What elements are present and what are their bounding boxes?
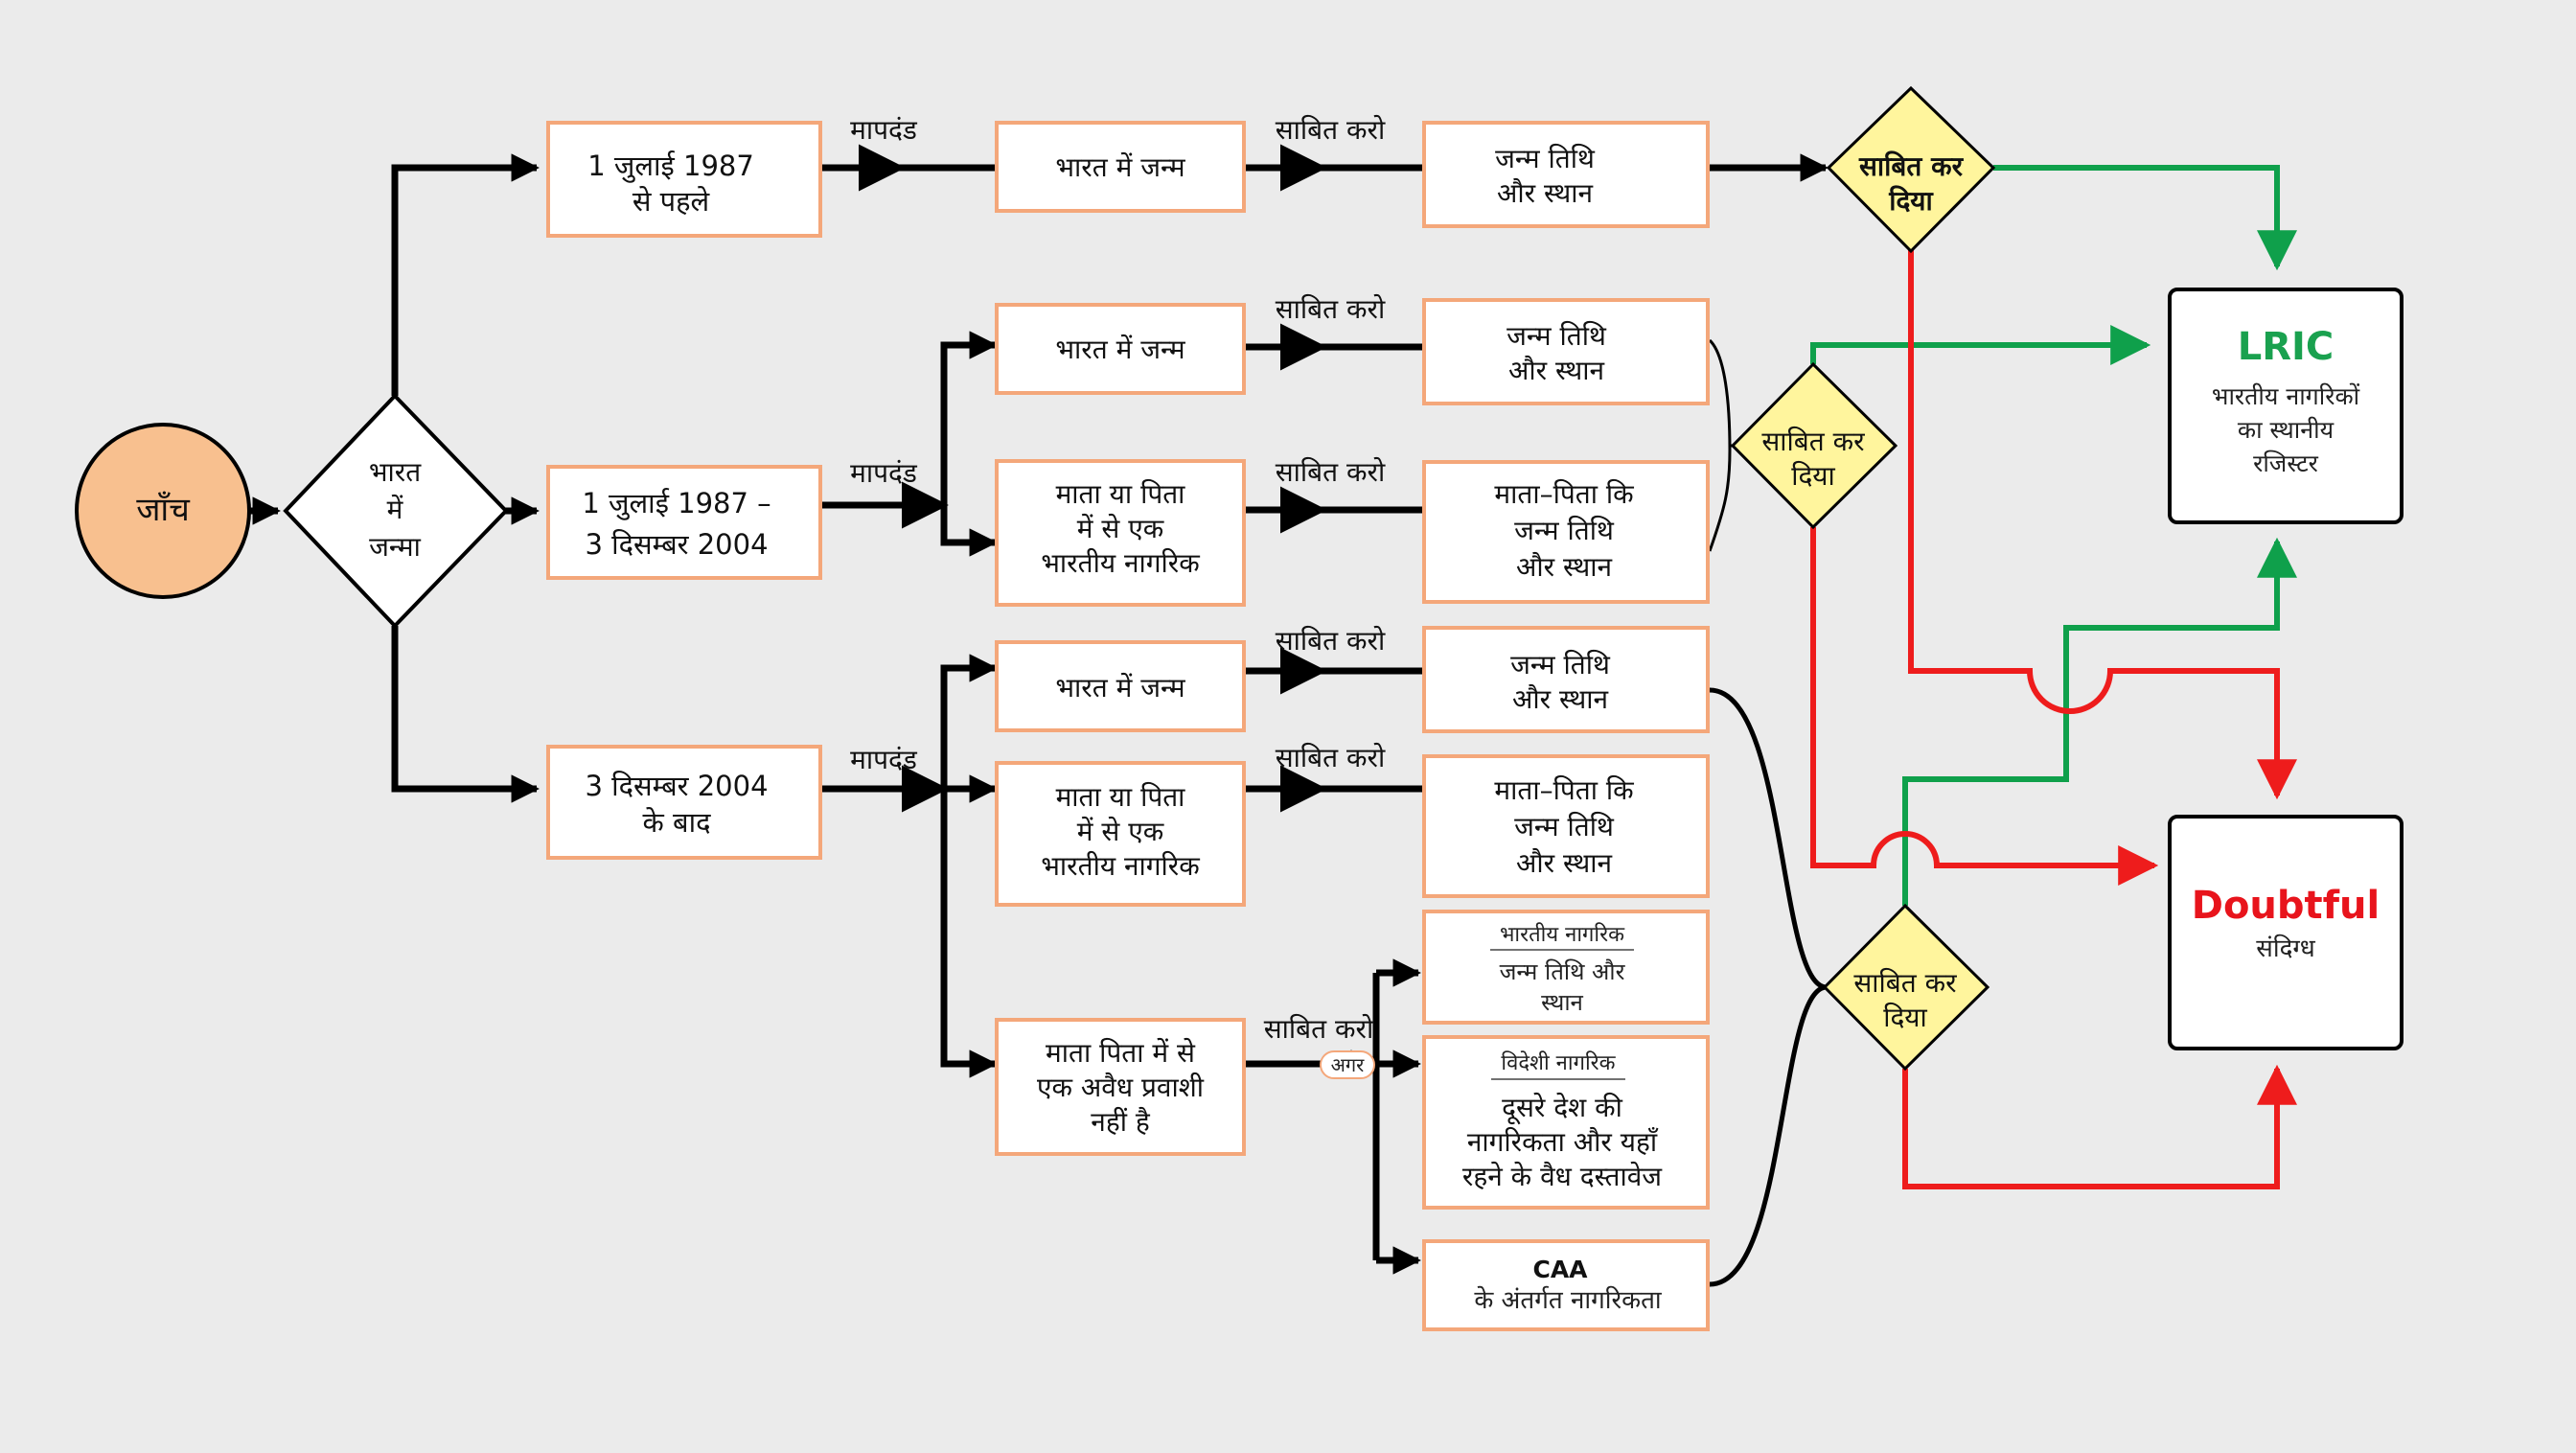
- criteria-box-parent-citizen-2: माता या पिता में से एक भारतीय नागरिक: [995, 761, 1246, 907]
- prove-label-5: साबित करो: [1276, 742, 1386, 773]
- proved-3-line-2: दिया: [1883, 1002, 1927, 1033]
- indian-citizen-heading: भारतीय नागरिक: [1500, 922, 1625, 947]
- parent-citizen-1-line-2: में से एक: [1077, 513, 1164, 544]
- connectors: [246, 144, 1828, 1287]
- proof-birth-1-line-1: जन्म तिथि: [1495, 143, 1596, 174]
- period-2-line-2: 3 दिसम्बर 2004: [585, 528, 768, 561]
- prove-label-3: साबित करो: [1276, 456, 1386, 488]
- outcome-connectors: [1810, 165, 2297, 1189]
- parent-citizen-1-line-3: भारतीय नागरिक: [1041, 547, 1200, 579]
- prove-label-4: साबित करो: [1276, 625, 1386, 657]
- proved-1-line-1: साबित कर: [1858, 150, 1965, 182]
- prove-label-2: साबित करो: [1276, 293, 1386, 325]
- proof-box-parent-birth-2: माता–पिता कि जन्म तिथि और स्थान: [1422, 754, 1710, 898]
- proof-parent-2-line-3: और स्थान: [1516, 847, 1612, 879]
- caa-title: CAA: [1532, 1256, 1588, 1283]
- proved-diamond-3: साबित कर दिया: [1822, 903, 1990, 1072]
- decision-line-3: जन्मा: [369, 531, 421, 563]
- criteria-box-parent-citizen-1: माता या पिता में से एक भारतीय नागरिक: [995, 459, 1246, 607]
- indian-citizen-line-1: जन्म तिथि और: [1500, 958, 1626, 985]
- start-circle: [75, 423, 251, 599]
- proved-2-line-2: दिया: [1791, 460, 1835, 492]
- proof-birth-3-line-1: जन्म तिथि: [1510, 649, 1611, 680]
- lric-line-2: का स्थानीय: [2238, 416, 2334, 444]
- proof-box-indian-citizen: भारतीय नागरिक जन्म तिथि और स्थान: [1422, 910, 1710, 1025]
- period-box-before-1987: 1 जुलाई 1987 से पहले: [546, 121, 822, 238]
- criteria-box-born-india-1: भारत में जन्म: [995, 121, 1246, 213]
- prove-label-6: साबित करो: [1264, 1013, 1374, 1045]
- proof-box-birth-3: जन्म तिथि और स्थान: [1422, 626, 1710, 733]
- proof-birth-2-line-1: जन्म तिथि: [1506, 320, 1607, 352]
- caa-line: के अंतर्गत नागरिकता: [1474, 1285, 1663, 1315]
- period-3-line-2: के बाद: [643, 806, 712, 839]
- proof-parent-1-line-1: माता–पिता कि: [1494, 478, 1634, 510]
- proved-3-line-1: साबित कर: [1853, 967, 1957, 999]
- born-in-india-decision: भारत में जन्मा: [283, 393, 509, 629]
- criteria-box-born-india-3: भारत में जन्म: [995, 640, 1246, 732]
- period-3-line-1: 3 दिसम्बर 2004: [585, 770, 768, 802]
- criteria-label-3: मापदंड: [850, 744, 918, 775]
- outcome-lric: LRIC भारतीय नागरिकों का स्थानीय रजिस्टर: [2168, 288, 2404, 524]
- parent-citizen-2-line-2: में से एक: [1077, 816, 1164, 847]
- proof-parent-1-line-2: जन्म तिथि: [1514, 515, 1615, 546]
- not-illegal-line-3: नहीं है: [1091, 1106, 1151, 1138]
- start-node: जाँच: [75, 423, 251, 599]
- born-india-text-2: भारत में जन्म: [1055, 334, 1186, 365]
- proved-diamond-1: साबित कर दिया: [1826, 85, 1996, 254]
- not-illegal-line-2: एक अवैध प्रवाशी: [1037, 1072, 1205, 1103]
- lric-title: LRIC: [2238, 325, 2334, 369]
- period-box-1987-2004: 1 जुलाई 1987 – 3 दिसम्बर 2004: [546, 465, 822, 580]
- proof-box-foreign-citizen: विदेशी नागरिक दूसरे देश की नागरिकता और य…: [1422, 1035, 1710, 1210]
- criteria-box-born-india-2: भारत में जन्म: [995, 303, 1246, 395]
- proof-box-caa: CAA के अंतर्गत नागरिकता: [1422, 1239, 1710, 1331]
- indian-citizen-line-2: स्थान: [1541, 989, 1583, 1016]
- lric-line-1: भारतीय नागरिकों: [2212, 382, 2360, 410]
- parent-citizen-2-line-1: माता या पिता: [1056, 781, 1186, 813]
- foreign-citizen-line-2: नागरिकता और यहाँ: [1467, 1126, 1659, 1158]
- proof-parent-2-line-2: जन्म तिथि: [1514, 811, 1615, 842]
- foreign-citizen-heading: विदेशी नागरिक: [1501, 1050, 1616, 1075]
- if-label: अगर: [1331, 1053, 1366, 1076]
- doubtful-line-1: संदिग्ध: [2256, 934, 2315, 963]
- proved-diamond-2: साबित कर दिया: [1730, 361, 1898, 530]
- born-india-text-1: भारत में जन्म: [1055, 151, 1186, 183]
- foreign-citizen-line-3: रहने के वैध दस्तावेज: [1462, 1161, 1663, 1192]
- proof-parent-2-line-1: माता–पिता कि: [1494, 774, 1634, 806]
- period-box-after-2004: 3 दिसम्बर 2004 के बाद: [546, 745, 822, 860]
- proof-box-birth-1: जन्म तिथि और स्थान: [1422, 121, 1710, 228]
- start-label: जाँच: [136, 491, 191, 529]
- parent-citizen-1-line-1: माता या पिता: [1056, 478, 1186, 510]
- foreign-citizen-line-1: दूसरे देश की: [1502, 1092, 1622, 1125]
- period-1-line-1: 1 जुलाई 1987: [587, 150, 754, 183]
- period-2-line-1: 1 जुलाई 1987 –: [582, 487, 770, 520]
- proof-birth-3-line-2: और स्थान: [1512, 683, 1608, 715]
- doubtful-title: Doubtful: [2192, 884, 2380, 928]
- lric-line-3: रजिस्टर: [2253, 450, 2319, 477]
- proof-box-birth-2: जन्म तिथि और स्थान: [1422, 298, 1710, 405]
- criteria-box-parent-not-illegal: माता पिता में से एक अवैध प्रवाशी नहीं है: [995, 1018, 1246, 1156]
- not-illegal-line-1: माता पिता में से: [1046, 1037, 1196, 1069]
- born-india-text-3: भारत में जन्म: [1055, 672, 1186, 703]
- if-pill: अगर: [1320, 1050, 1375, 1079]
- prove-label-1: साबित करो: [1276, 114, 1386, 146]
- decision-line-1: भारत: [369, 456, 422, 488]
- proof-box-parent-birth-1: माता–पिता कि जन्म तिथि और स्थान: [1422, 460, 1710, 604]
- proved-1-line-2: दिया: [1888, 185, 1934, 217]
- period-1-line-2: से पहले: [632, 185, 711, 218]
- proof-parent-1-line-3: और स्थान: [1516, 551, 1612, 583]
- parent-citizen-2-line-3: भारतीय नागरिक: [1041, 850, 1200, 882]
- proved-2-line-1: साबित कर: [1761, 426, 1865, 457]
- criteria-label-2: मापदंड: [850, 457, 918, 489]
- proof-birth-1-line-2: और स्थान: [1497, 177, 1593, 209]
- decision-line-2: में: [387, 494, 404, 525]
- criteria-label-1: मापदंड: [850, 114, 918, 146]
- outcome-doubtful: Doubtful संदिग्ध: [2168, 815, 2404, 1050]
- proof-birth-2-line-2: और स्थान: [1508, 355, 1604, 386]
